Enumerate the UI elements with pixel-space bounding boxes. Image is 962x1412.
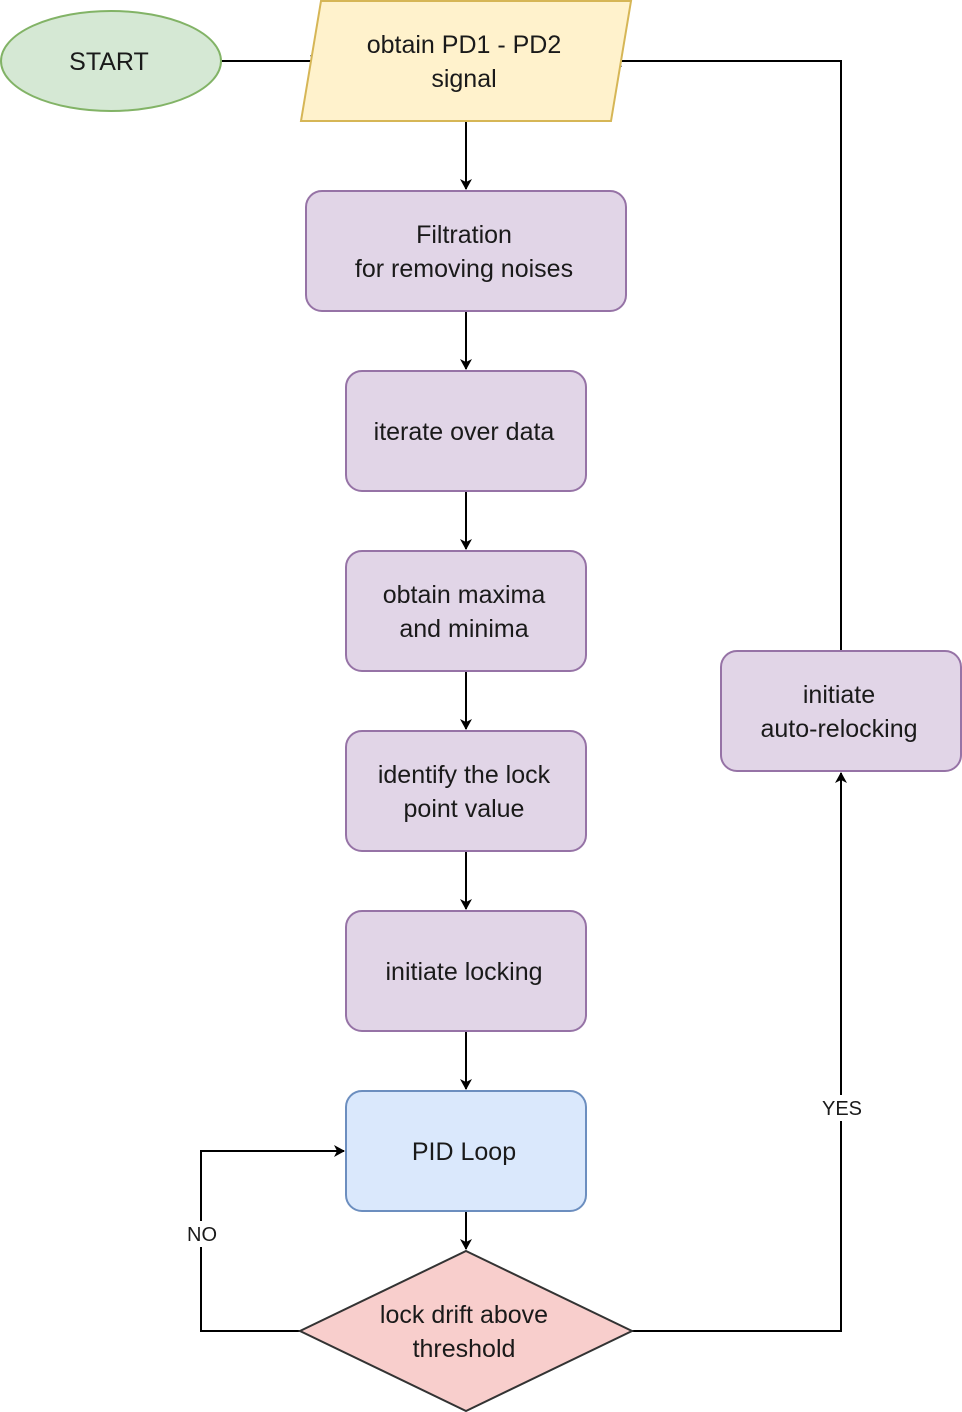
relock-shape — [720, 650, 962, 772]
edge-label-no: NO — [187, 1224, 217, 1246]
filtration-label-line-2: for removing noises — [355, 255, 573, 283]
start-shape — [0, 10, 222, 112]
edge-label-yes: YES — [822, 1098, 862, 1120]
filtration-shape — [305, 190, 627, 312]
lock-point-label-line-2: point value — [404, 795, 525, 823]
decision-label-line-2: threshold — [413, 1335, 516, 1363]
lock-point-label-line-1: identify the lock — [378, 761, 551, 789]
node-obtain-signal: obtain PD1 - PD2 signal — [299, 0, 633, 122]
iterate-label-line-1: iterate over data — [374, 418, 555, 446]
obtain-signal-label-line-2: signal — [431, 65, 496, 93]
decision-label-line-1: lock drift above — [380, 1301, 548, 1329]
pid-label-line-1: PID Loop — [412, 1138, 516, 1166]
maxima-label-line-2: and minima — [399, 615, 528, 643]
arrow-relock-to-obtain-signal — [611, 55, 842, 651]
obtain-signal-shape — [299, 0, 633, 122]
locking-shape — [345, 910, 587, 1032]
arrow-decision-to-relock — [632, 772, 847, 1332]
relock-label-line-1: initiate — [803, 681, 875, 709]
node-start: START — [0, 10, 222, 112]
node-iterate: iterate over data — [345, 370, 587, 492]
edge-label-background — [182, 1221, 222, 1247]
relock-label-line-2: auto-relocking — [760, 715, 917, 743]
node-locking: initiate locking — [345, 910, 587, 1032]
arrow-decision-to-pid — [200, 1145, 345, 1332]
node-filtration: Filtration for removing noises — [305, 190, 627, 312]
maxima-shape — [345, 550, 587, 672]
iterate-shape — [345, 370, 587, 492]
locking-label-line-1: initiate locking — [385, 958, 542, 986]
start-label-line-1: START — [69, 48, 149, 76]
node-pid: PID Loop — [345, 1090, 587, 1212]
node-relock: initiate auto-relocking — [720, 650, 962, 772]
node-lock-point: identify the lock point value — [345, 730, 587, 852]
filtration-label-line-1: Filtration — [416, 221, 512, 249]
lock-point-shape — [345, 730, 587, 852]
node-decision: lock drift above threshold — [297, 1249, 635, 1412]
edge-label-background — [822, 1095, 862, 1121]
obtain-signal-label-line-1: obtain PD1 - PD2 — [367, 31, 562, 59]
decision-shape — [297, 1249, 635, 1412]
pid-shape — [345, 1090, 587, 1212]
node-maxima: obtain maxima and minima — [345, 550, 587, 672]
maxima-label-line-1: obtain maxima — [383, 581, 546, 609]
